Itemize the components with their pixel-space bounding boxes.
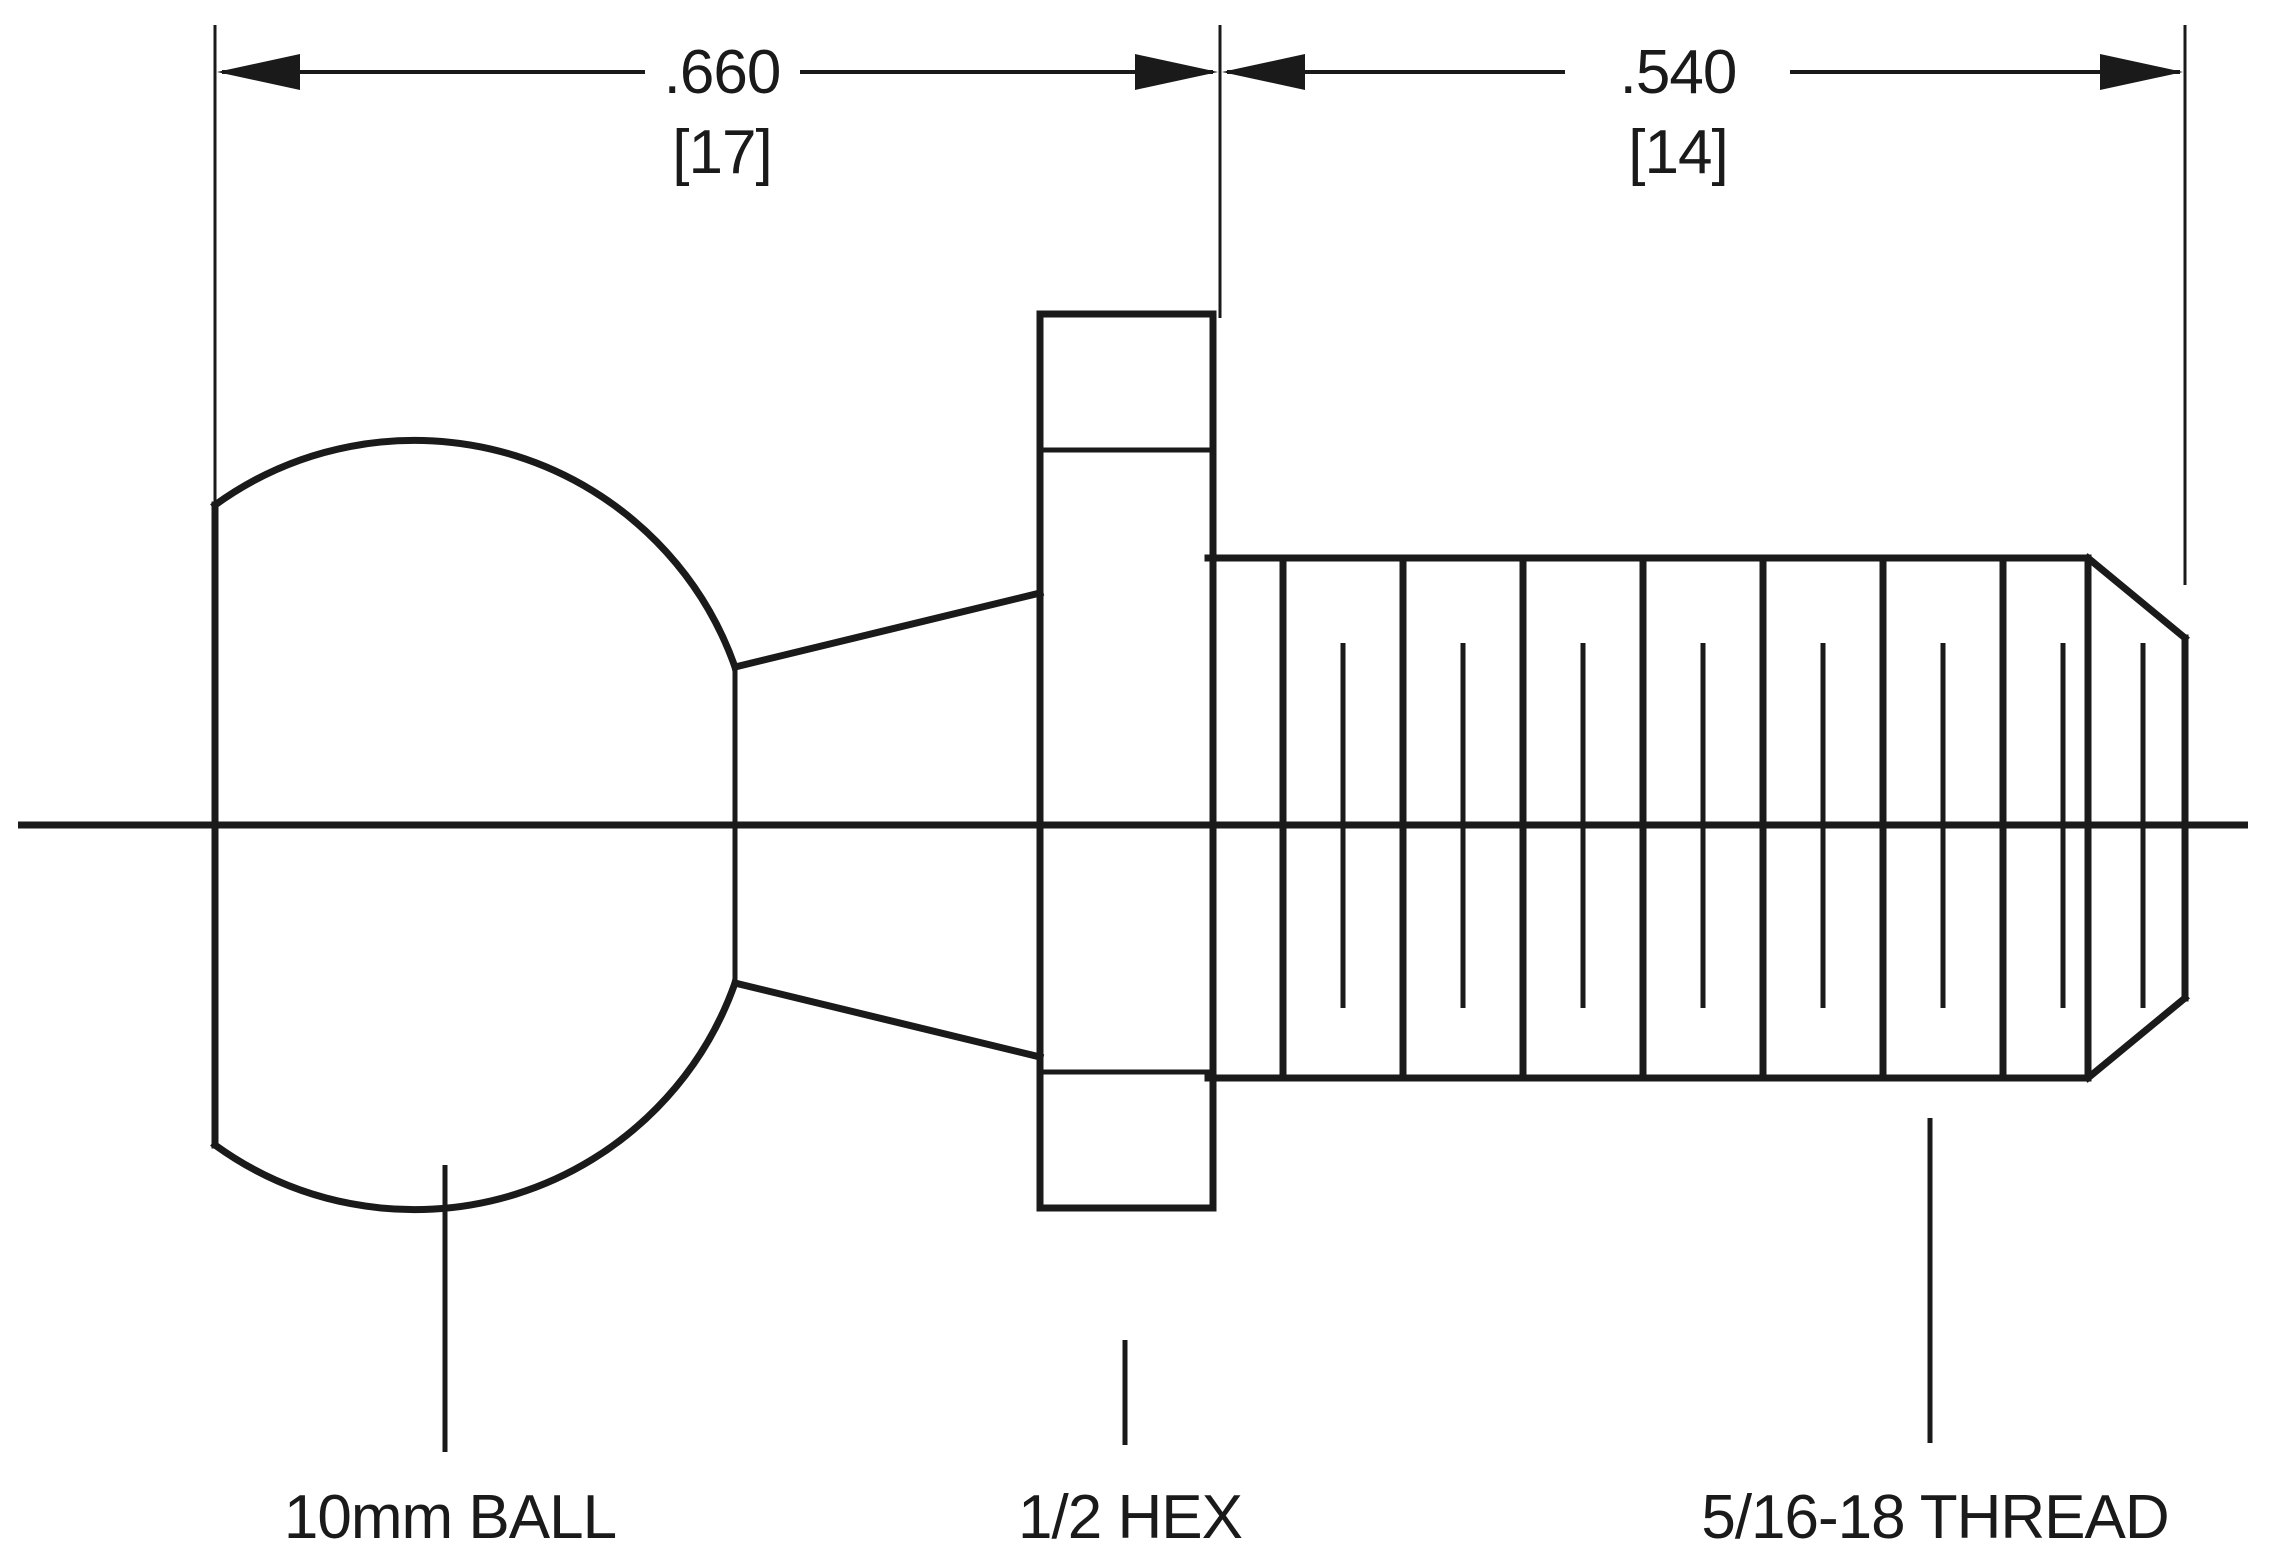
ball-arc-lower (210, 978, 740, 1214)
neck-taper (730, 588, 1045, 1062)
callout-leader-lines (442, 1118, 1933, 1452)
callout-label-hex: 1/2 HEX (1018, 1483, 1243, 1552)
callout-labels: 10mm BALL 1/2 HEX 5/16-18 THREAD (284, 1483, 2170, 1552)
neck-taper-lower (730, 978, 1045, 1062)
arrow-head-right-outward (2100, 54, 2183, 90)
arrow-head-left-outward (217, 54, 300, 90)
thread-end-chamfer-upper (2083, 553, 2190, 643)
callout-label-ball: 10mm BALL (284, 1483, 616, 1552)
thread-end-chamfer-lower (2083, 993, 2190, 1083)
neck-taper-upper (730, 588, 1045, 672)
dimension-value-metric-2: [14] (1628, 118, 1727, 187)
dimension-ball-to-flange: .660 [17] (217, 38, 1218, 187)
dimension-thread-length: .540 [14] (1222, 38, 2183, 187)
dimension-value-primary-1: .660 (664, 38, 781, 107)
arrow-head-middle-right-outward (1222, 54, 1305, 90)
hex-flange-profile (1036, 310, 1217, 1212)
ball-arc-upper (210, 436, 740, 672)
dimension-value-primary-2: .540 (1620, 38, 1737, 107)
dimension-value-metric-1: [17] (672, 118, 771, 187)
extension-lines (213, 25, 2187, 585)
callout-label-thread: 5/16-18 THREAD (1701, 1483, 2168, 1552)
thread-crest-lines (1279, 554, 2092, 1082)
arrow-head-middle-left-outward (1135, 54, 1218, 90)
thread-shank-outline (1204, 553, 2190, 1083)
